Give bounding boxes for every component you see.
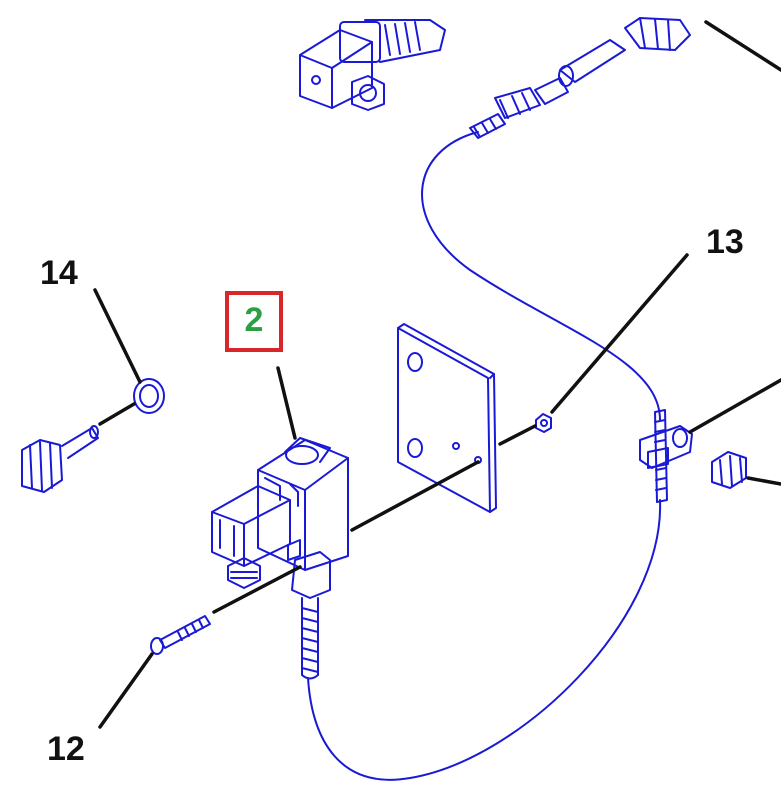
leader-line-right-upper (688, 378, 781, 434)
leader-line-14-b (98, 402, 136, 426)
mounting-plate (397, 323, 497, 513)
leader-line-2 (276, 366, 297, 440)
callout-14: 14 (40, 254, 78, 292)
pressure-sensor-top (299, 19, 446, 111)
leader-line-13 (550, 253, 689, 414)
nut-13 (535, 413, 552, 433)
leader-line-13-b (498, 424, 537, 446)
capillary-line-lower (307, 499, 662, 781)
leader-line-12 (98, 652, 154, 729)
highlighted-callout-label: 2 (244, 301, 264, 339)
leader-lines (93, 20, 781, 729)
screw-12 (150, 615, 211, 655)
highlighted-callout-box[interactable]: 2 (225, 291, 283, 352)
capillary-line (421, 131, 661, 421)
leader-line-right-lower (746, 476, 781, 486)
left-fitting (21, 425, 99, 493)
pressure-switch (211, 437, 349, 680)
tube-fitting-upper (469, 17, 691, 139)
tee-fitting-right (639, 409, 747, 503)
oring-14 (133, 378, 165, 414)
leader-line-plate (350, 460, 480, 532)
leader-line-top-right (704, 20, 781, 72)
callout-12: 12 (47, 730, 85, 768)
callout-13: 13 (706, 223, 744, 261)
leader-line-14 (93, 288, 142, 384)
leader-line-12-b (212, 565, 302, 614)
